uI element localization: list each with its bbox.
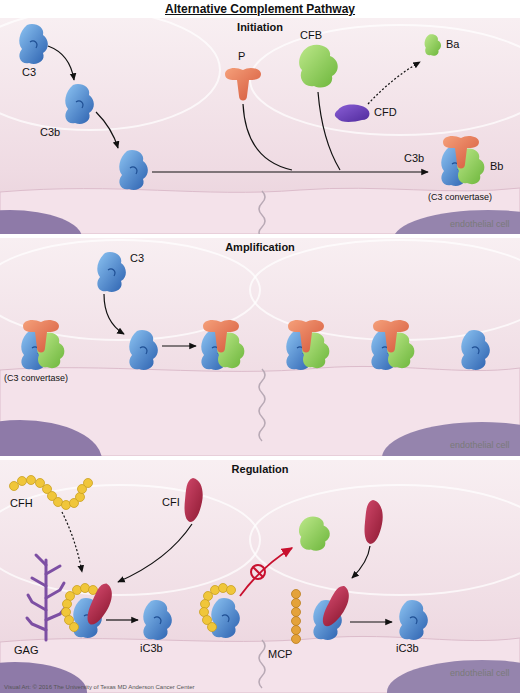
cell-label: endothelial cell [450,440,510,450]
properdin-molecule [225,68,261,101]
gag-chain [27,555,65,640]
arrow [318,92,340,170]
membrane [0,636,520,693]
cell-junction [259,640,265,688]
ic3b-molecule [143,600,172,640]
arrow [350,621,392,622]
initiation-scene [0,18,520,234]
cfi-molecule [320,583,353,631]
protein-label: Ba [446,38,459,51]
arrow [152,171,428,172]
protein-label: C3b [40,126,60,139]
protein-label: CFH [10,497,33,510]
membrane [0,366,520,456]
protein-label: C3 [22,66,36,79]
faint-cell [250,25,520,135]
regulation-scene [0,476,520,693]
protein-label: P [238,50,245,63]
protein-label: GAG [14,644,38,657]
protein-label: CFD [374,106,397,119]
cell-junction [259,191,265,234]
diagram-title: Alternative Complement Pathway [0,2,520,16]
panel-heading: Amplification [0,241,520,253]
cfi-molecule [185,478,203,522]
cfi-molecule [365,500,383,544]
protein-label: Bb [490,160,503,173]
protein-label: C3 [130,252,144,265]
c3-molecule [97,252,126,292]
protein-label: CFB [300,29,322,42]
c3b-molecule [73,598,102,638]
endothelial-cell [0,210,82,234]
faint-cell [250,240,520,340]
ba-fragment [425,34,441,55]
cell-label: endothelial cell [450,219,510,229]
panel-heading: Initiation [0,21,520,33]
endothelial-cell [393,210,520,234]
c3-convertase [21,320,64,370]
arrow [106,619,138,620]
protein-label: C3b [404,152,424,165]
c3b-molecule [211,598,240,638]
c3-convertase [441,136,484,186]
endothelial-cell [0,420,102,456]
faint-cell [250,485,520,595]
c3-convertase [286,320,329,370]
membrane [0,188,520,234]
blocked-arrow [240,548,292,596]
endothelial-cell [387,660,520,693]
c3-molecule [19,24,48,64]
cfb-molecule [299,517,330,551]
c3-convertase [371,320,414,370]
cell-junction [259,369,265,441]
arrow [48,46,74,80]
protein-label: MCP [268,648,292,661]
faint-cell [0,18,220,130]
arrow [162,345,196,346]
arrow [352,546,370,578]
no-symbol [251,565,265,579]
cfi-molecule [85,581,116,628]
c3b-molecule [129,330,158,370]
cfh-chain [10,476,93,510]
arrow [96,112,118,148]
arrow [104,294,124,334]
credit-note: Visual Art: © 2016 The University of Tex… [4,684,195,691]
complex-label: (C3 convertase) [428,192,492,202]
amplification-scene [0,240,520,456]
arrow [118,524,192,582]
arrow [243,104,292,170]
c3b-molecule [313,600,342,640]
c3b-molecule [119,150,148,190]
protein-label: iC3b [396,642,419,655]
protein-label: CFI [162,496,180,509]
faint-cell [0,485,260,595]
protein-label: iC3b [140,642,163,655]
panel-band: Regulation [0,460,520,693]
mcp-chain [292,590,301,644]
panel-heading: Regulation [0,463,520,475]
cfh-chain [200,584,236,632]
cfh-chain [62,584,98,632]
c3b-molecule [461,330,490,370]
ic3b-molecule [399,600,428,640]
complex-label: (C3 convertase) [4,373,68,383]
dotted-arrow [62,512,82,572]
c3b-molecule [65,84,94,124]
cfb-molecule [299,45,338,88]
faint-cell [0,240,260,340]
cell-label: endothelial cell [450,668,510,678]
panel-band: Amplification [0,238,520,456]
dotted-arrow [368,62,420,104]
endothelial-cell [382,422,520,456]
cfd-molecule [335,105,370,123]
c3-convertase [201,320,244,370]
